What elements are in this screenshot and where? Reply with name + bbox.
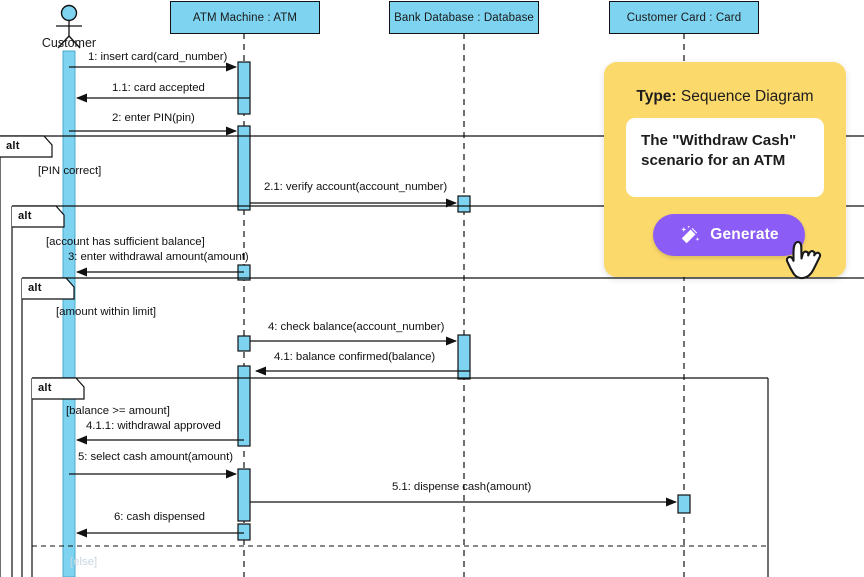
fragment-operator-alt-1: alt	[6, 140, 20, 152]
participant-box-database[interactable]: Bank Database : Database	[389, 1, 539, 34]
activation-db-1	[457, 195, 471, 213]
fragment-guard-sufficient-balance: [account has sufficient balance]	[46, 236, 205, 248]
fragment-guard-balance-ge-amount: [balance >= amount]	[66, 405, 170, 417]
message-label-5-1: 5.1: dispense cash(amount)	[392, 481, 532, 493]
message-label-2-1: 2.1: verify account(account_number)	[264, 181, 448, 193]
activation-atm-6	[237, 468, 251, 522]
fragment-alt-3	[21, 277, 864, 577]
participant-label-database: Bank Database : Database	[394, 11, 534, 24]
participant-label-card: Customer Card : Card	[626, 11, 742, 24]
activation-atm-1	[237, 61, 251, 115]
fragment-guard-amount-within-limit: [amount within limit]	[56, 306, 157, 318]
message-label-3: 3: enter withdrawal amount(amount)	[68, 251, 249, 263]
popup-type-value: Sequence Diagram	[680, 88, 814, 105]
message-label-5: 5: select cash amount(amount)	[78, 451, 233, 463]
message-label-6: 6: cash dispensed	[114, 511, 205, 523]
message-label-4-1: 4.1: balance confirmed(balance)	[274, 351, 436, 363]
participant-label-customer: Customer	[41, 36, 97, 50]
generate-button-label: Generate	[710, 226, 779, 243]
generate-popup-panel: Type: Sequence Diagram The "Withdraw Cas…	[604, 62, 846, 280]
message-label-2: 2: enter PIN(pin)	[112, 112, 195, 124]
message-label-1-1: 1.1: card accepted	[112, 82, 205, 94]
activation-atm-4	[237, 335, 251, 352]
activation-card-1	[677, 494, 691, 514]
activation-db-2	[457, 334, 471, 380]
message-label-4-1-1: 4.1.1: withdrawal approved	[86, 420, 221, 432]
message-label-4: 4: check balance(account_number)	[268, 321, 445, 333]
fragment-alt-4	[31, 377, 769, 577]
generate-button[interactable]: Generate	[653, 214, 805, 256]
popup-type-row: Type: Sequence Diagram	[604, 88, 846, 106]
fragment-guard-else: [else]	[70, 556, 98, 568]
activation-atm-7	[237, 523, 251, 541]
message-label-1: 1: insert card(card_number)	[88, 51, 228, 63]
popup-description-field[interactable]: The "Withdraw Cash" scenario for an ATM	[626, 118, 824, 197]
activation-atm-2	[237, 125, 251, 211]
magic-wand-icon	[679, 224, 701, 246]
activation-customer	[62, 50, 76, 577]
participant-box-atm[interactable]: ATM Machine : ATM	[170, 1, 320, 34]
actor-customer-figure	[56, 4, 82, 49]
fragment-operator-alt-2: alt	[18, 210, 32, 222]
participant-box-card[interactable]: Customer Card : Card	[609, 1, 759, 34]
fragment-operator-alt-3: alt	[28, 282, 42, 294]
activation-atm-5	[237, 365, 251, 447]
fragment-operator-alt-4: alt	[38, 382, 52, 394]
popup-type-key: Type:	[636, 88, 677, 105]
participant-label-atm: ATM Machine : ATM	[192, 11, 298, 24]
fragment-guard-pin-correct: [PIN correct]	[38, 165, 102, 177]
